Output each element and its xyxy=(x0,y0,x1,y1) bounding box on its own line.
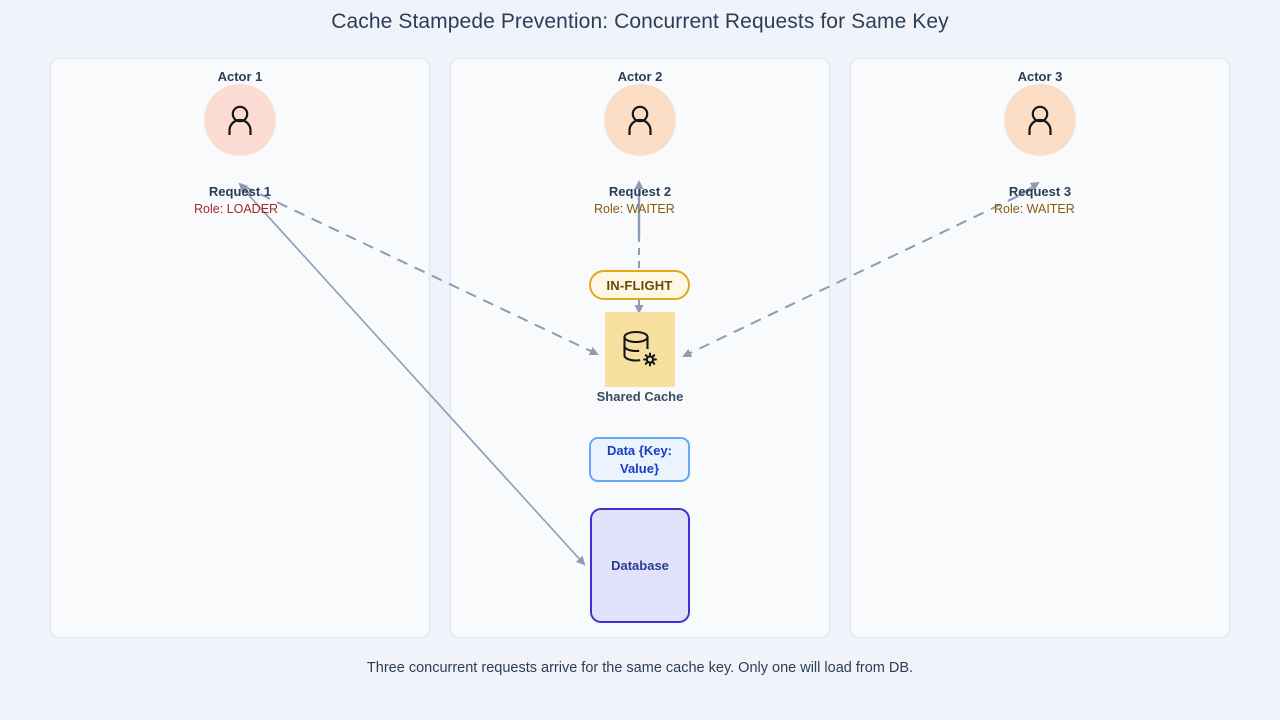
footer-caption: Three concurrent requests arrive for the… xyxy=(366,660,914,676)
avatar-actor-1: Request 1 xyxy=(204,84,276,199)
page-title: Cache Stampede Prevention: Concurrent Re… xyxy=(331,10,949,33)
avatar-actor-3: Request 3 xyxy=(1004,84,1076,199)
person-icon xyxy=(228,105,252,135)
actor-label-1: Request 1 xyxy=(208,184,272,199)
lane-title-actor-2: Actor 2 xyxy=(617,69,663,84)
person-icon xyxy=(628,105,652,135)
role-label-actor-2: Role: WAITER xyxy=(594,202,675,216)
data-key-value-node: Data {Key: Value} xyxy=(589,437,690,482)
avatar-actor-2: Request 2 xyxy=(604,84,676,199)
role-label-actor-3: Role: WAITER xyxy=(994,202,1075,216)
database-gear-icon xyxy=(623,330,657,366)
role-label-actor-1: Role: LOADER xyxy=(194,202,279,216)
lane-title-actor-1: Actor 1 xyxy=(217,69,263,84)
status-badge-in-flight: IN-FLIGHT xyxy=(589,270,690,300)
shared-cache-node xyxy=(605,312,675,387)
database-node: Database xyxy=(590,508,690,623)
person-icon xyxy=(1028,105,1052,135)
shared-cache-label: Shared Cache xyxy=(596,389,684,404)
actor-label-2: Request 2 xyxy=(608,184,672,199)
lane-title-actor-3: Actor 3 xyxy=(1017,69,1063,84)
actor-label-3: Request 3 xyxy=(1008,184,1072,199)
